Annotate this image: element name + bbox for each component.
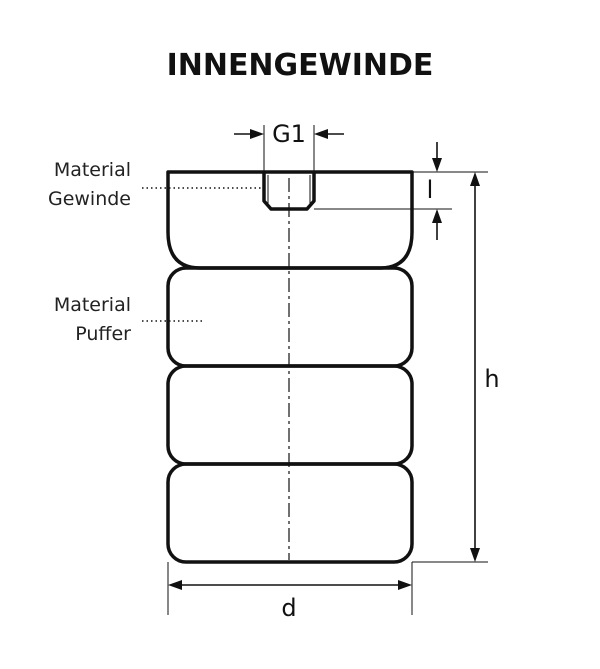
h-arrow-top xyxy=(470,172,480,186)
l-arrow-bottom xyxy=(432,209,442,223)
g1-arrow-right xyxy=(314,129,328,139)
buffer-segment-3 xyxy=(166,462,414,564)
top-segment xyxy=(166,170,414,270)
buffer-segment-2 xyxy=(166,364,414,466)
l-arrow-top xyxy=(432,158,442,172)
material-puffer-label-line1: Material xyxy=(54,294,131,316)
h-arrow-bottom xyxy=(470,548,480,562)
d-arrow-right xyxy=(398,580,412,590)
l-label: l xyxy=(427,176,434,204)
material-gewinde-label-line2: Gewinde xyxy=(48,188,131,210)
d-label: d xyxy=(281,594,296,622)
diagram-title: INNENGEWINDE xyxy=(167,48,434,83)
g1-arrow-left xyxy=(250,129,264,139)
material-gewinde-label-line1: Material xyxy=(54,159,131,181)
material-puffer-label-line2: Puffer xyxy=(75,323,131,345)
h-label: h xyxy=(484,365,499,393)
buffer-segment-1 xyxy=(166,266,414,368)
g1-label: G1 xyxy=(272,120,306,148)
d-arrow-left xyxy=(168,580,182,590)
